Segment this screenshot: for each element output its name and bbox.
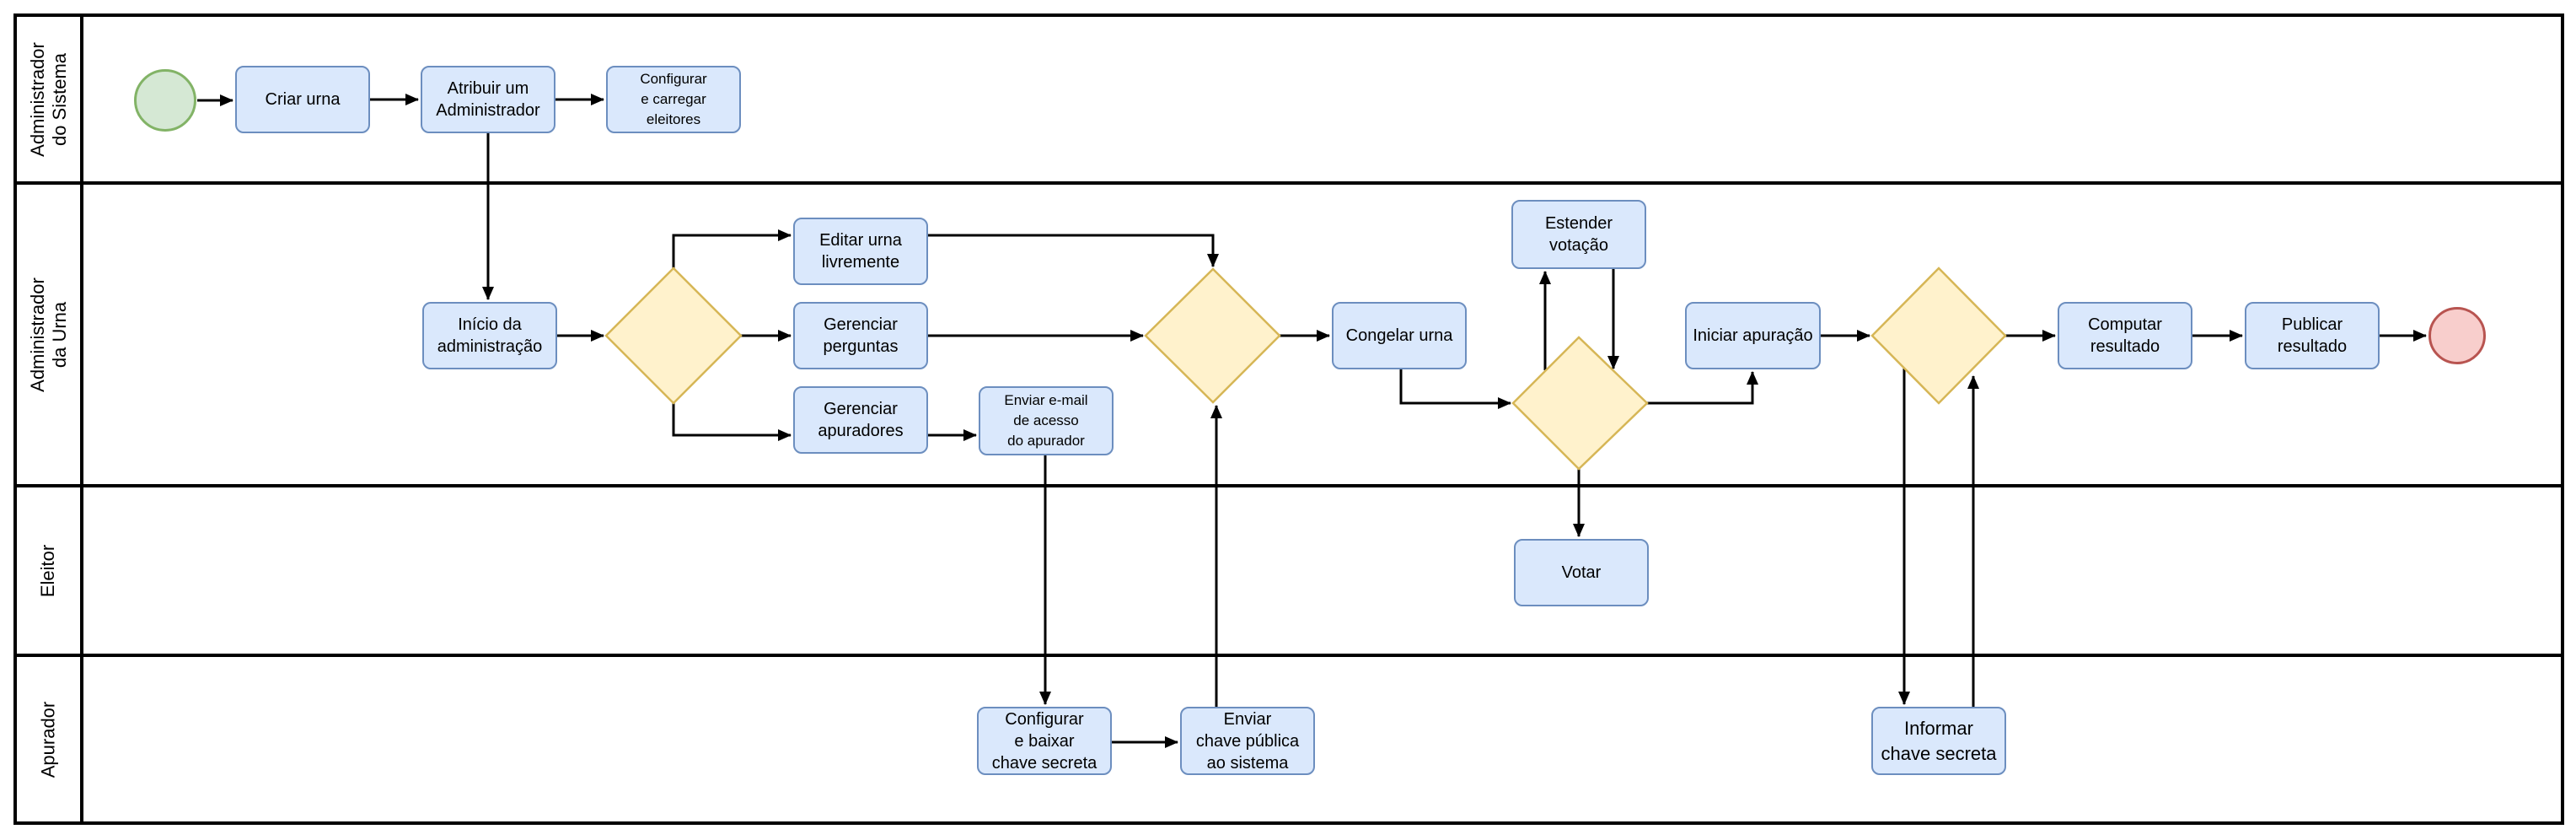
lane-label-column-divider (80, 13, 83, 825)
lane-divider-3 (13, 654, 2564, 657)
flow-gateway1-to-editar-urna (672, 229, 792, 268)
lane-divider-2 (13, 484, 2564, 487)
flow-congelar-urna-to-gateway3 (1399, 369, 1511, 409)
task-votar: Votar (1514, 539, 1649, 606)
flow-gateway1-to-gerenciar-apuradores (672, 403, 792, 441)
gateway-exclusive-1 (604, 267, 743, 405)
start-event-circle (134, 69, 196, 132)
task-configurar-baixar-chave-secreta: Configurar e baixar chave secreta (977, 707, 1112, 775)
flow-editar-urna-to-gateway2 (928, 234, 1219, 267)
task-estender-votacao: Estender votação (1511, 200, 1646, 269)
gateway-merge-2 (1144, 267, 1281, 404)
task-enviar-email-acesso-apurador: Enviar e-mail de acesso do apurador (979, 386, 1114, 455)
task-enviar-chave-publica: Enviar chave pública ao sistema (1180, 707, 1315, 775)
task-criar-urna: Criar urna (235, 66, 370, 133)
task-configurar-carregar-eleitores: Configurar e carregar eleitores (606, 66, 741, 133)
task-informar-chave-secreta: Informar chave secreta (1871, 707, 2006, 775)
task-inicio-administracao: Início da administração (422, 302, 557, 369)
lane-divider-1 (13, 181, 2564, 185)
task-editar-urna-livremente: Editar urna livremente (793, 218, 928, 285)
gateway-exclusive-4 (1870, 267, 2007, 405)
task-gerenciar-perguntas: Gerenciar perguntas (793, 302, 928, 369)
task-congelar-urna: Congelar urna (1332, 302, 1467, 369)
task-publicar-resultado: Publicar resultado (2245, 302, 2380, 369)
task-gerenciar-apuradores: Gerenciar apuradores (793, 386, 928, 454)
end-event-circle (2428, 307, 2486, 364)
task-iniciar-apuracao: Iniciar apuração (1685, 302, 1821, 369)
flow-gateway3-to-iniciar-apuracao (1647, 371, 1758, 405)
gateway-exclusive-3 (1511, 336, 1649, 471)
task-computar-resultado: Computar resultado (2058, 302, 2192, 369)
pool-border (13, 13, 2564, 825)
task-atribuir-administrador: Atribuir um Administrador (421, 66, 555, 133)
